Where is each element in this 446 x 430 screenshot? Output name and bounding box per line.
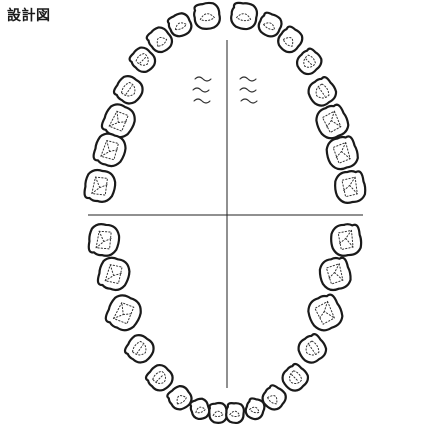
tooth-outline [111, 72, 147, 107]
tooth-outline [225, 402, 244, 423]
lower-tooth-7[interactable] [96, 255, 133, 293]
tooth-outline [96, 255, 133, 293]
upper-tooth-16[interactable] [333, 169, 368, 205]
upper-tooth-8[interactable] [83, 168, 118, 204]
tooth-outline [230, 1, 259, 30]
tooth-outline [122, 331, 158, 366]
upper-tooth-12[interactable] [293, 46, 325, 78]
lower-tooth-6[interactable] [103, 291, 146, 334]
lower-tooth-4[interactable] [143, 361, 176, 394]
upper-tooth-5[interactable] [111, 72, 147, 107]
tooth-outline [329, 223, 363, 258]
tooth-outline [333, 169, 368, 205]
tooth-outline [317, 255, 354, 293]
lower-tooth-16[interactable] [329, 223, 363, 258]
lower-tooth-13[interactable] [294, 331, 330, 366]
lower-tooth-15[interactable] [317, 255, 354, 293]
tooth-outline [87, 223, 121, 258]
tooth-outline [83, 168, 118, 204]
tooth-outline [208, 402, 227, 423]
tooth-outline [323, 134, 361, 173]
lower-tooth-9[interactable] [225, 402, 244, 423]
tooth-outline [193, 2, 222, 31]
tooth-outline [304, 291, 347, 334]
upper-tooth-9[interactable] [230, 1, 259, 30]
lower-tooth-1[interactable] [208, 402, 227, 423]
lower-tooth-12[interactable] [278, 361, 311, 394]
upper-tooth-1[interactable] [193, 2, 222, 31]
lower-tooth-8[interactable] [87, 223, 121, 258]
upper-tooth-15[interactable] [323, 134, 361, 173]
tooth-outline [103, 291, 146, 334]
palatal-rugae-icon [193, 77, 257, 103]
lower-tooth-5[interactable] [122, 331, 158, 366]
lower-tooth-14[interactable] [304, 291, 347, 334]
tooth-outline [294, 331, 330, 366]
